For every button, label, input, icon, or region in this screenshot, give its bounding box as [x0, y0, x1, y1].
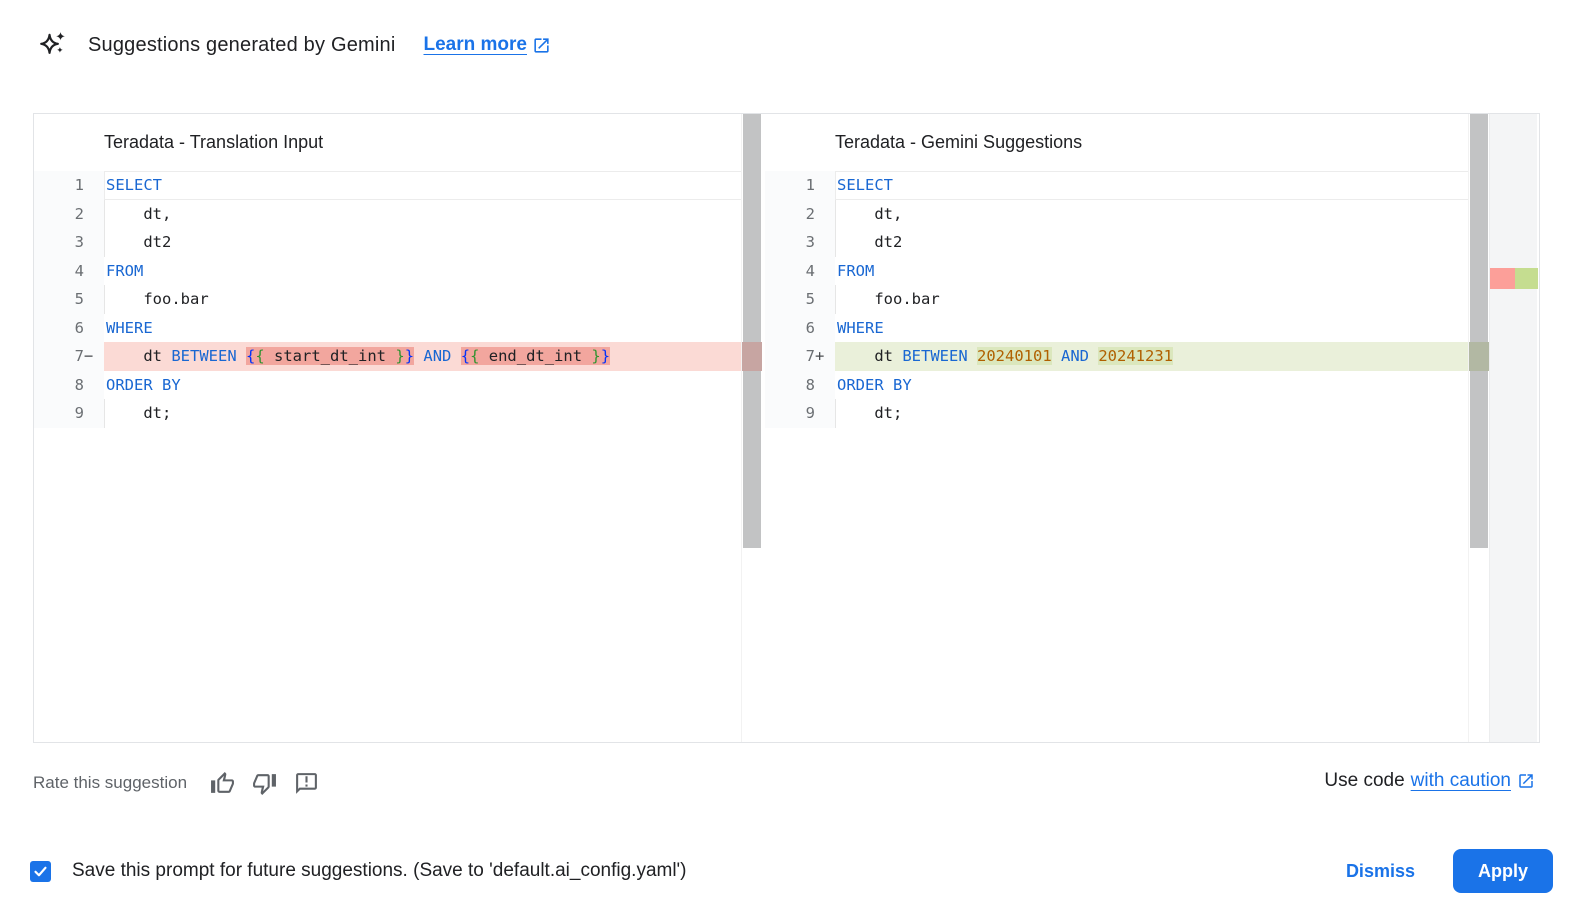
line-number: 9	[34, 399, 104, 428]
suggestions-header: Suggestions generated by Gemini Learn mo…	[38, 30, 551, 60]
code-text: SELECT	[104, 171, 762, 200]
line-number: 8	[765, 370, 835, 399]
thumbs-down-icon	[253, 773, 277, 795]
rate-label: Rate this suggestion	[33, 773, 188, 792]
ruler-added-mark	[1515, 268, 1538, 289]
code-text: foo.bar	[104, 285, 762, 314]
diff-overview-ruler[interactable]	[1489, 114, 1538, 742]
checkmark-icon	[34, 866, 47, 876]
with-caution-link[interactable]: with caution	[1410, 770, 1511, 791]
save-prompt-row: Save this prompt for future suggestions.…	[30, 848, 687, 894]
code-text: dt BETWEEN {{ start_dt_int }} AND {{ end…	[104, 342, 762, 371]
line-number: 6	[34, 313, 104, 342]
scrollbar-removed-marker	[742, 342, 762, 371]
code-line-7: 7− dt BETWEEN {{ start_dt_int }} AND {{ …	[34, 342, 762, 371]
line-number: 7−	[34, 342, 104, 371]
code-line-9: 9 dt;	[765, 399, 1537, 428]
code-line-3: 3 dt2	[34, 228, 762, 257]
code-text: SELECT	[835, 171, 1537, 200]
apply-button[interactable]: Apply	[1452, 849, 1553, 893]
line-number: 9	[765, 399, 835, 428]
code-text: dt BETWEEN 20240101 AND 20241231	[835, 342, 1537, 371]
save-prompt-checkbox[interactable]	[30, 860, 51, 882]
thumbs-up-icon	[211, 771, 235, 793]
feedback-button[interactable]	[293, 770, 320, 797]
line-number: 4	[34, 256, 104, 285]
thumbs-up-button[interactable]	[209, 770, 236, 797]
editor-divider	[762, 114, 765, 742]
code-line-7: 7+ dt BETWEEN 20240101 AND 20241231	[765, 342, 1537, 371]
code-text: WHERE	[106, 318, 153, 337]
line-number: 5	[34, 285, 104, 314]
thumbs-down-button[interactable]	[251, 770, 278, 797]
dismiss-button[interactable]: Dismiss	[1345, 860, 1415, 881]
editor-right-scrollbar[interactable]	[1468, 114, 1489, 742]
code-text: dt;	[104, 399, 762, 428]
line-number: 2	[34, 199, 104, 228]
code-line-9: 9 dt;	[34, 399, 762, 428]
save-prompt-label: Save this prompt for future suggestions.…	[72, 860, 687, 881]
gemini-sparkle-icon	[40, 32, 65, 54]
code-text: foo.bar	[835, 285, 1537, 314]
footer-actions: Dismiss Apply	[1346, 848, 1553, 894]
code-line-2: 2 dt,	[765, 199, 1537, 229]
line-number: 3	[34, 228, 104, 257]
page-title: Suggestions generated by Gemini	[88, 33, 396, 56]
rate-suggestion-row: Rate this suggestion	[33, 766, 335, 800]
code-line-5: 5 foo.bar	[34, 285, 762, 314]
code-line-2: 2 dt,	[34, 199, 762, 229]
editor-left-scrollbar[interactable]	[741, 114, 762, 742]
line-number: 4	[765, 256, 835, 285]
code-text: WHERE	[837, 318, 884, 337]
code-text: ORDER BY	[837, 375, 912, 394]
code-text: dt,	[104, 199, 762, 229]
code-text: dt;	[835, 399, 1537, 428]
use-code-text: Use code	[1324, 770, 1405, 791]
editor-right-title: Teradata - Gemini Suggestions	[765, 114, 1083, 171]
line-number: 2	[765, 199, 835, 228]
code-text: dt,	[835, 199, 1537, 229]
feedback-icon	[296, 772, 317, 794]
editor-left-title: Teradata - Translation Input	[34, 114, 324, 171]
line-number: 3	[765, 228, 835, 257]
use-code-caution: Use code with caution	[1324, 770, 1535, 792]
line-number: 7+	[765, 342, 835, 371]
code-text: FROM	[837, 261, 875, 280]
line-number: 1	[765, 171, 835, 200]
scrollbar-thumb[interactable]	[1470, 114, 1488, 548]
code-text: dt2	[835, 228, 1537, 257]
scrollbar-thumb[interactable]	[743, 114, 761, 548]
line-number: 1	[34, 171, 104, 200]
code-line-3: 3 dt2	[765, 228, 1537, 257]
line-number: 8	[34, 370, 104, 399]
ruler-removed-mark	[1490, 268, 1515, 289]
code-text: FROM	[106, 261, 144, 280]
code-line-5: 5 foo.bar	[765, 285, 1537, 314]
open-in-new-icon	[534, 37, 549, 53]
open-in-new-icon	[1519, 774, 1533, 788]
line-number: 6	[765, 313, 835, 342]
scrollbar-added-marker	[1469, 342, 1489, 371]
learn-more-link[interactable]: Learn more	[424, 34, 551, 56]
code-text: dt2	[104, 228, 762, 257]
line-number: 5	[765, 285, 835, 314]
code-text: ORDER BY	[106, 375, 181, 394]
